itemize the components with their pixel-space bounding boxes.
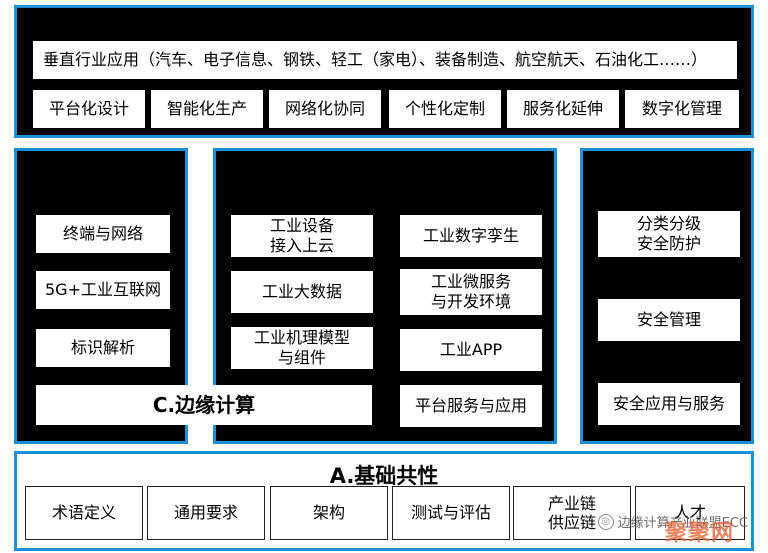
foundation-item-general: 通用要求 [147,486,265,540]
security-panel: 分类分级 安全防护 安全管理 安全应用与服务 [580,148,754,444]
foundation-item-talent: 人才 [635,486,745,540]
wechat-icon: ◎ [597,513,614,530]
network-item-5g: 5G+工业互联网 [36,271,170,309]
watermark: ◎ 边缘计算产业联盟ECC [597,512,748,531]
foundation-item-testing: 测试与评估 [392,486,510,540]
foundation-panel: A.基础共性 术语定义 通用要求 架构 测试与评估 产业链 供应链 人才 [14,451,754,551]
platform-item-mechanism-model: 工业机理模型 与组件 [231,327,373,369]
top-item-service-extension: 服务化延伸 [507,90,619,128]
foundation-item-supply-chain: 产业链 供应链 [513,486,631,540]
platform-item-microservice: 工业微服务 与开发环境 [400,269,542,315]
watermark-logo: 聚聚网 [664,521,734,546]
vertical-industry-header: 垂直行业应用（汽车、电子信息、钢铁、轻工（家电）、装备制造、航空航天、石油化工…… [33,41,737,79]
security-item-classification: 分类分级 安全防护 [598,211,740,257]
security-item-management: 安全管理 [598,299,740,341]
top-item-digital-management: 数字化管理 [625,90,739,128]
platform-item-digital-twin: 工业数字孪生 [400,215,542,257]
platform-panel: 工业设备 接入上云 工业大数据 工业机理模型 与组件 工业数字孪生 工业微服务 … [213,148,557,444]
platform-item-service-app: 平台服务与应用 [400,385,542,427]
platform-item-big-data: 工业大数据 [231,271,373,313]
security-item-services: 安全应用与服务 [598,383,740,425]
network-item-terminal: 终端与网络 [36,215,170,253]
foundation-item-terminology: 术语定义 [25,486,143,540]
platform-item-app: 工业APP [400,329,542,371]
edge-computing-box: C.边缘计算 [36,385,372,425]
foundation-title: A.基础共性 [329,464,439,488]
foundation-item-architecture: 架构 [270,486,388,540]
top-item-smart-production: 智能化生产 [151,90,263,128]
platform-item-device-cloud: 工业设备 接入上云 [231,215,373,257]
top-item-network-collab: 网络化协同 [269,90,381,128]
network-item-identifier: 标识解析 [36,329,170,367]
top-item-platform-design: 平台化设计 [33,90,145,128]
vertical-industry-panel: 垂直行业应用（汽车、电子信息、钢铁、轻工（家电）、装备制造、航空航天、石油化工…… [14,5,754,138]
top-item-customization: 个性化定制 [389,90,501,128]
watermark-text: 边缘计算产业联盟ECC [617,516,748,531]
